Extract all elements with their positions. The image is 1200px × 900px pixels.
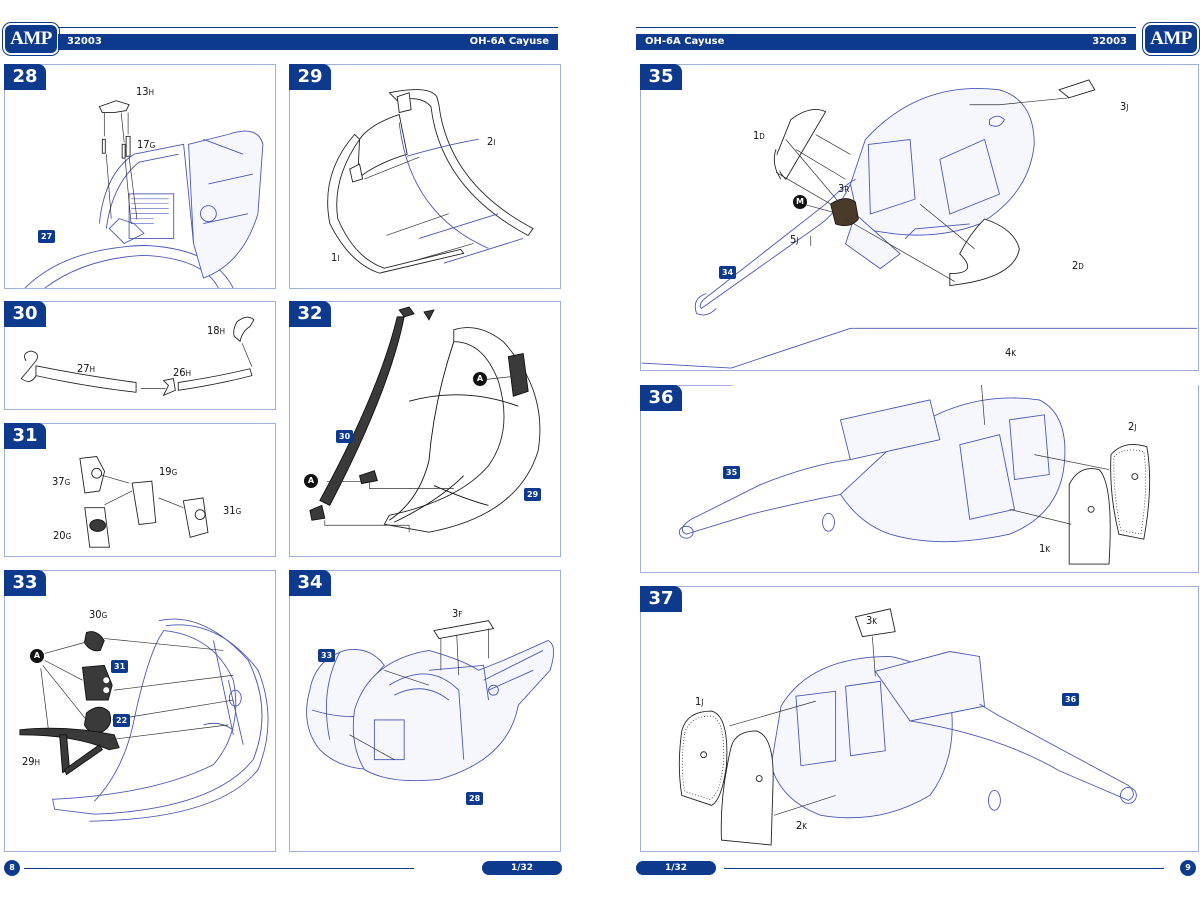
step-29: 29 2I 1I bbox=[289, 64, 561, 289]
step-reference-badge: 30 bbox=[336, 430, 354, 443]
scale-badge: 1/32 bbox=[482, 861, 562, 875]
step-number: 28 bbox=[4, 64, 46, 90]
step-31-illustration bbox=[79, 456, 209, 548]
header-rule bbox=[58, 27, 558, 28]
part-label: 17G bbox=[137, 138, 156, 151]
step-33: 33 30G 29H 31 22 A bbox=[4, 570, 276, 852]
part-label: 1I bbox=[331, 251, 340, 264]
step-number: 29 bbox=[289, 64, 331, 90]
step-number: 35 bbox=[640, 64, 682, 90]
page-number: 8 bbox=[4, 860, 20, 876]
callout-a-marker: A bbox=[30, 649, 44, 663]
step-reference-badge: 27 bbox=[38, 230, 56, 243]
part-label: 26H bbox=[173, 366, 192, 379]
amp-logo: AMP bbox=[5, 25, 57, 53]
step-33-illustration bbox=[19, 618, 269, 822]
callout-a-marker: A bbox=[304, 474, 318, 488]
step-29-illustration bbox=[327, 89, 534, 274]
footer-rule bbox=[24, 868, 414, 869]
kit-number: 32003 bbox=[1092, 36, 1127, 47]
part-label: 3J bbox=[1120, 100, 1129, 113]
step-reference-badge: 34 bbox=[719, 266, 737, 279]
step-number: 33 bbox=[4, 570, 46, 596]
step-reference-badge: 29 bbox=[524, 488, 542, 501]
step-number: 34 bbox=[289, 570, 331, 596]
part-label: 3F bbox=[452, 607, 463, 620]
step-reference-badge: 35 bbox=[723, 466, 741, 479]
part-label: 18H bbox=[207, 324, 226, 337]
step-37-illustration bbox=[678, 608, 1137, 846]
step-36-illustration bbox=[641, 385, 1151, 565]
part-label: 3K bbox=[866, 614, 878, 627]
step-number: 36 bbox=[640, 385, 682, 411]
step-30-illustration bbox=[20, 316, 255, 397]
part-label: 13H bbox=[136, 85, 155, 98]
part-label: 1K bbox=[1039, 542, 1051, 555]
step-reference-badge: 33 bbox=[318, 649, 336, 662]
step-32: 32 30 29 A A bbox=[289, 301, 561, 557]
scale-badge: 1/32 bbox=[636, 861, 716, 875]
step-36: 36 4K 2J 1K 35 bbox=[640, 346, 1199, 573]
step-32-illustration bbox=[309, 306, 541, 533]
step-number: 31 bbox=[4, 423, 46, 449]
step-35: 35 3J 1D 3R 5J 2D 34 M bbox=[640, 64, 1199, 371]
left-page: AMP 32003 OH-6A Cayuse bbox=[4, 25, 562, 876]
part-label: 2K bbox=[796, 819, 808, 832]
right-page: OH-6A Cayuse 32003 AMP bbox=[600, 0, 1200, 900]
step-28: 28 13H 17G 27 bbox=[4, 64, 276, 289]
step-34: 34 3F 33 28 bbox=[289, 570, 561, 852]
part-label: 30G bbox=[89, 608, 108, 621]
header-bar: 32003 OH-6A Cayuse bbox=[58, 34, 558, 50]
part-label: 3R bbox=[838, 182, 850, 195]
part-label: 37G bbox=[52, 475, 71, 488]
step-reference-badge: 36 bbox=[1062, 693, 1080, 706]
part-label: 5J bbox=[790, 233, 799, 246]
step-number: 30 bbox=[4, 301, 46, 327]
header-bar: OH-6A Cayuse 32003 bbox=[636, 34, 1136, 50]
step-reference-badge: 22 bbox=[113, 714, 131, 727]
step-reference-badge: 28 bbox=[466, 792, 484, 805]
step-30: 30 18H 27H 26H bbox=[4, 301, 276, 410]
model-name: OH-6A Cayuse bbox=[645, 36, 725, 47]
step-34-illustration bbox=[306, 620, 554, 782]
header-rule bbox=[636, 27, 1136, 28]
step-number: 32 bbox=[289, 301, 331, 327]
step-28-illustration bbox=[24, 100, 264, 288]
part-label: 1J bbox=[695, 695, 704, 708]
part-label: 29H bbox=[22, 755, 41, 768]
part-label: 4K bbox=[1005, 346, 1017, 359]
callout-m-marker: M bbox=[793, 195, 807, 209]
part-label: 2I bbox=[487, 135, 496, 148]
amp-logo: AMP bbox=[1145, 25, 1197, 53]
step-number: 37 bbox=[640, 586, 682, 612]
step-37: 37 3K 1J 2K 36 bbox=[640, 586, 1199, 852]
callout-a-marker: A bbox=[473, 372, 487, 386]
page-number: 9 bbox=[1180, 860, 1196, 876]
part-label: 20G bbox=[53, 529, 72, 542]
step-35-illustration bbox=[641, 79, 1198, 369]
part-label: 2J bbox=[1128, 420, 1137, 433]
part-label: 31G bbox=[223, 504, 242, 517]
part-label: 27H bbox=[77, 362, 96, 375]
step-reference-badge: 31 bbox=[111, 660, 129, 673]
model-name: OH-6A Cayuse bbox=[469, 36, 549, 47]
step-31: 31 37G 19G 20G 31G bbox=[4, 423, 276, 557]
part-label: 19G bbox=[159, 465, 178, 478]
part-label: 1D bbox=[753, 129, 765, 142]
part-label: 2D bbox=[1072, 259, 1084, 272]
footer-rule bbox=[724, 868, 1164, 869]
kit-number: 32003 bbox=[67, 36, 102, 47]
